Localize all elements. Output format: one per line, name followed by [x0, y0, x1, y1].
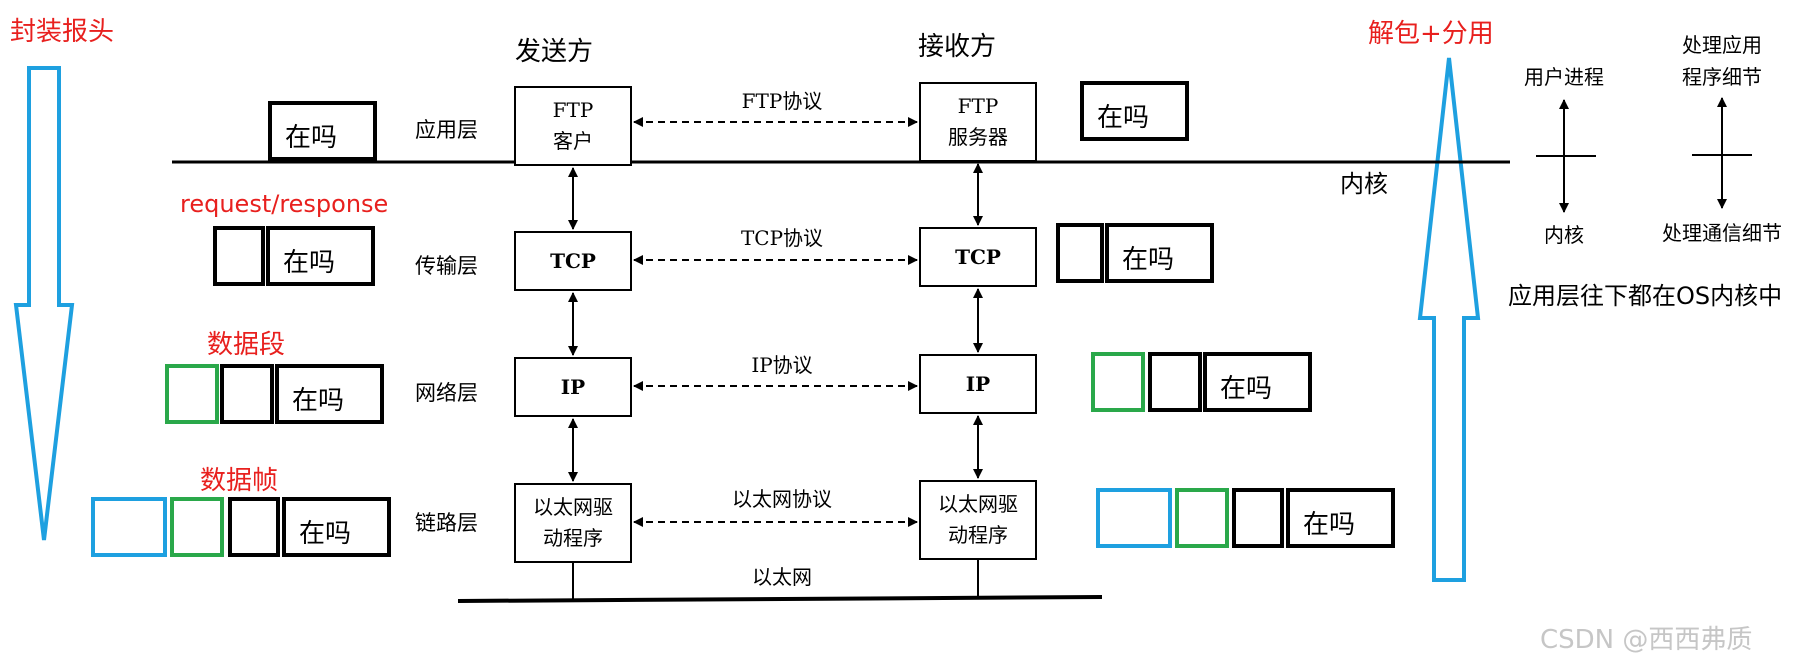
app-detail-line2: 程序细节: [1682, 65, 1762, 89]
eth-protocol-label: 以太网协议: [732, 487, 832, 511]
ip-receiver-label: IP: [966, 372, 990, 396]
eth-sender-line2: 动程序: [543, 526, 603, 550]
layer-network: 网络层: [415, 381, 478, 405]
ethernet-label: 以太网: [752, 565, 812, 589]
layer-transport: 传输层: [415, 254, 478, 278]
ftp-server-line2: 服务器: [948, 125, 1008, 149]
packet-text: 在吗: [292, 386, 344, 416]
ftp-protocol-label: FTP协议: [742, 89, 823, 113]
eth-sender-box: [514, 483, 632, 563]
ip-receiver-box: [919, 354, 1037, 414]
right-packet-transport: 在吗: [1056, 223, 1214, 283]
ip-sender-label: IP: [561, 375, 585, 399]
left-packet-network: 在吗: [165, 364, 384, 424]
user-process-label: 用户进程: [1524, 65, 1604, 89]
ip-protocol-label: IP协议: [751, 353, 812, 377]
comm-detail-label: 处理通信细节: [1662, 221, 1782, 245]
kernel-label: 内核: [1340, 170, 1388, 198]
request-response-label: request/response: [180, 190, 388, 218]
encapsulate-label: 封装报头: [10, 17, 114, 47]
ftp-server-line1: FTP: [958, 94, 999, 118]
app-detail-line1: 处理应用: [1682, 33, 1762, 57]
decapsulate-label: 解包+分用: [1368, 19, 1494, 49]
packet-text: 在吗: [1097, 103, 1149, 133]
tcp-sender-box: [514, 231, 632, 291]
os-kernel-note: 应用层往下都在OS内核中: [1508, 282, 1782, 310]
encapsulate-down-arrow: [13, 66, 75, 541]
ftp-client-line1: FTP: [553, 98, 594, 122]
eth-receiver-line2: 动程序: [948, 523, 1008, 547]
sender-label: 发送方: [515, 37, 593, 67]
decapsulate-up-arrow: [1417, 57, 1481, 582]
packet-text: 在吗: [285, 123, 337, 153]
layer-app: 应用层: [415, 118, 478, 142]
ip-sender-box: [514, 357, 632, 417]
tcp-receiver-box: [919, 227, 1037, 287]
packet-text: 在吗: [1220, 374, 1272, 404]
packet-text: 在吗: [1303, 510, 1355, 540]
frame-label: 数据帧: [200, 466, 278, 496]
left-packet-transport: 在吗: [213, 226, 375, 286]
right-packet-network: 在吗: [1091, 352, 1312, 412]
right-packet-app: 在吗: [1080, 81, 1189, 141]
watermark: CSDN @西西弗质: [1540, 625, 1752, 655]
segment-label: 数据段: [207, 330, 285, 360]
right-packet-link: 在吗: [1096, 488, 1395, 548]
ftp-client-line2: 客户: [553, 129, 593, 153]
layer-link: 链路层: [415, 511, 478, 535]
tcp-receiver-label: TCP: [955, 245, 1001, 269]
packet-text: 在吗: [1122, 245, 1174, 275]
eth-receiver-line1: 以太网驱: [938, 492, 1018, 516]
ftp-server-box: [919, 82, 1037, 162]
tcp-protocol-label: TCP协议: [741, 226, 823, 250]
packet-text: 在吗: [299, 519, 351, 549]
ftp-client-box: [514, 86, 632, 166]
ethernet-bus: [457, 595, 1103, 603]
eth-sender-line1: 以太网驱: [533, 495, 613, 519]
eth-receiver-box: [919, 480, 1037, 560]
left-packet-link: 在吗: [91, 497, 391, 557]
left-packet-app: 在吗: [268, 101, 377, 161]
receiver-label: 接收方: [918, 32, 996, 62]
side-kernel-label: 内核: [1544, 223, 1584, 247]
tcp-sender-label: TCP: [550, 249, 596, 273]
packet-text: 在吗: [283, 248, 335, 278]
